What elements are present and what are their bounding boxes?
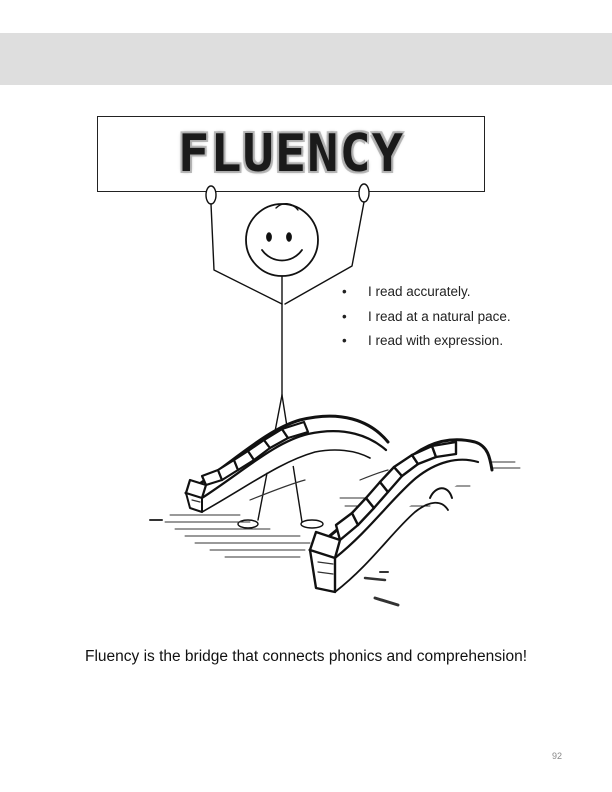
bullet-text: I read accurately. [368,284,471,299]
list-item: • I read at a natural pace. [342,309,511,334]
list-item: • I read accurately. [342,284,511,309]
fluency-bullet-list: • I read accurately. • I read at a natur… [342,284,511,358]
bullet-text: I read at a natural pace. [368,308,511,324]
bullet-icon: • [342,333,347,348]
list-item: • I read with expression. [342,333,511,358]
bullet-text: I read with expression. [368,333,504,348]
bullet-icon: • [342,284,347,299]
page-number: 92 [551,751,562,761]
caption-text: Fluency is the bridge that connects phon… [84,648,527,665]
fluency-sign: FLUENCY [97,116,485,192]
stick-figure-bridge-illustration [149,183,521,607]
header-band [0,33,612,85]
sign-title: FLUENCY [177,124,405,184]
bullet-icon: • [342,308,347,324]
